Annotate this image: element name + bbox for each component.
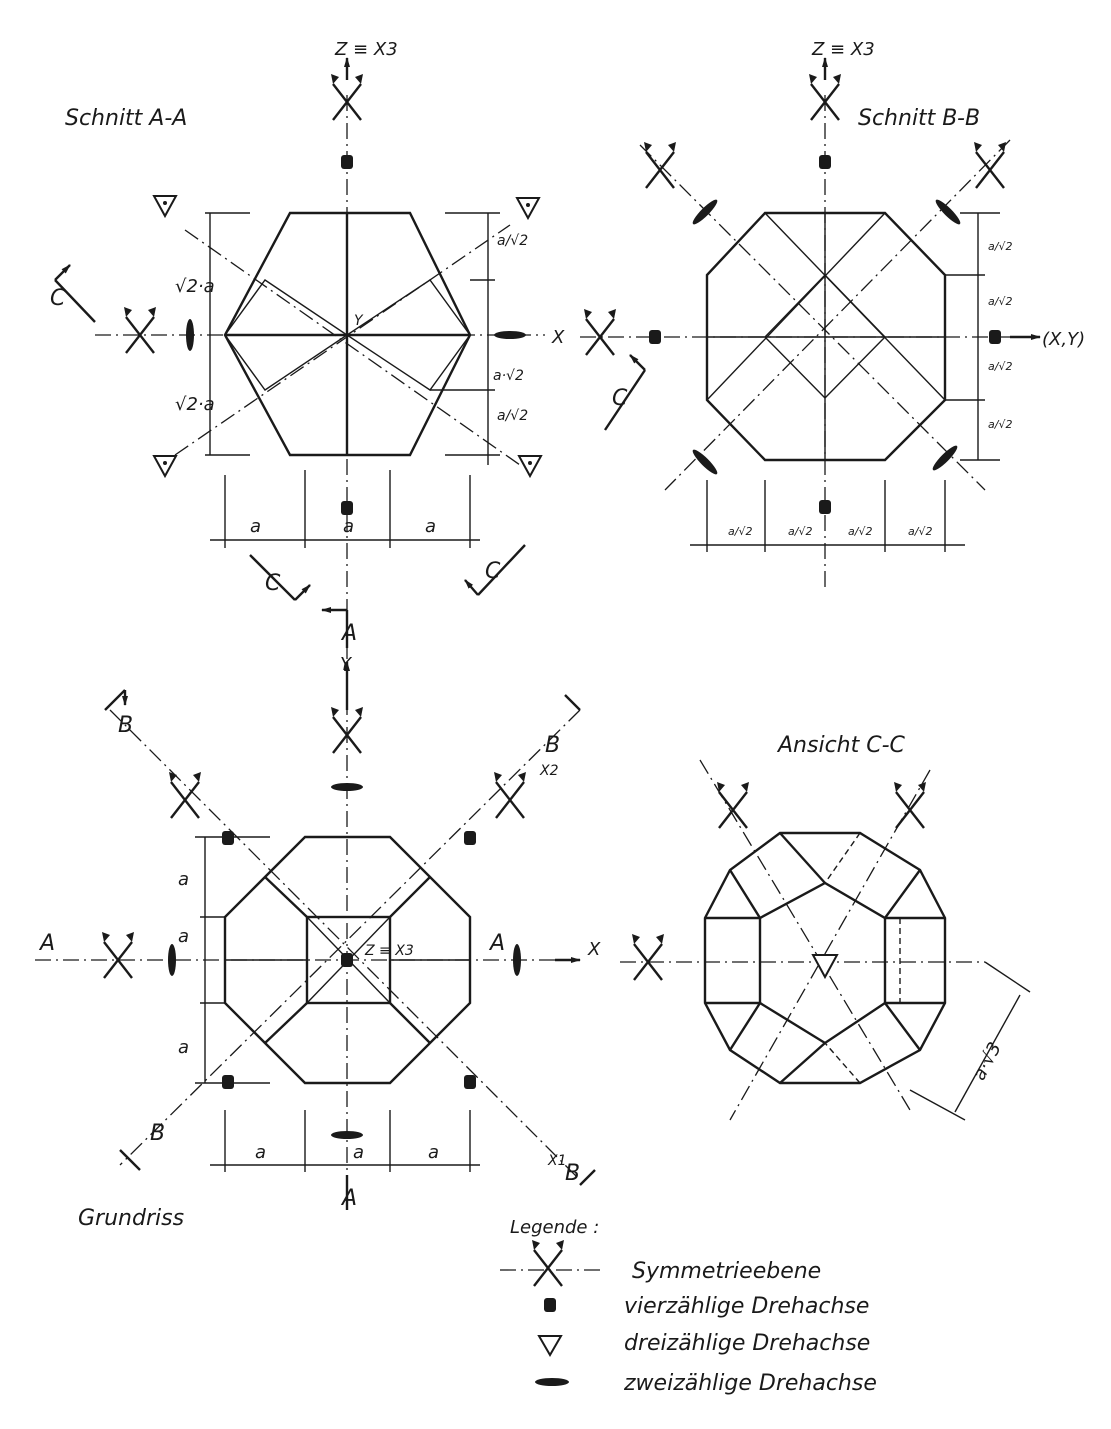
dim-sqrt2-a: √2·a bbox=[175, 394, 215, 415]
dim-a-sqrt2: a·√2 bbox=[493, 368, 524, 384]
dim-a-over-sqrt2: a/√2 bbox=[788, 525, 812, 538]
fourfold-axis-icon bbox=[464, 831, 476, 845]
twofold-axis-icon bbox=[932, 445, 958, 471]
cut-label-c: C bbox=[50, 286, 66, 311]
twofold-axis-icon bbox=[535, 1378, 569, 1386]
cut-label-b: B bbox=[565, 1161, 580, 1186]
fourfold-axis-icon bbox=[649, 330, 661, 344]
plan-view: Grundriss Y A A X A A Z ≡ X3 bbox=[35, 607, 601, 1231]
dim-a-over-sqrt2: a/√2 bbox=[988, 295, 1012, 308]
section-bb: Z ≡ X3 Schnitt B-B (X,Y) a/√2 bbox=[580, 39, 1085, 590]
threefold-axis-icon bbox=[516, 197, 540, 219]
dim-a: a bbox=[425, 516, 436, 537]
fourfold-axis-icon bbox=[819, 155, 831, 169]
cut-label-a: A bbox=[488, 931, 505, 956]
dim-a: a bbox=[250, 516, 261, 537]
symmetry-plane-icon bbox=[630, 932, 666, 982]
section-aa-title: Schnitt A-A bbox=[65, 106, 187, 131]
symmetry-plane-icon bbox=[530, 1238, 566, 1288]
dim-a-over-sqrt2: a/√2 bbox=[497, 233, 528, 249]
cut-label-b: B bbox=[150, 1121, 165, 1146]
dim-a: a bbox=[178, 926, 189, 947]
legend-item-twofold: zweizählige Drehachse bbox=[623, 1371, 877, 1396]
symmetry-plane-icon bbox=[715, 780, 751, 830]
cut-label-c: C bbox=[265, 571, 281, 596]
dim-a-over-sqrt2: a/√2 bbox=[988, 360, 1012, 373]
threefold-axis-icon bbox=[153, 195, 177, 217]
section-aa-x-label: X bbox=[551, 327, 565, 348]
plan-octagon bbox=[223, 835, 472, 1085]
dim-a: a bbox=[353, 1142, 364, 1163]
dim-a: a bbox=[178, 869, 189, 890]
section-bb-z-axis-label: Z ≡ X3 bbox=[811, 39, 875, 60]
cut-label-b: B bbox=[545, 733, 560, 758]
view-cc: Ansicht C-C a·√3 bbox=[620, 733, 1031, 1121]
plan-title: Grundriss bbox=[78, 1206, 184, 1231]
cut-label-a: A bbox=[38, 931, 55, 956]
symmetry-plane-icon bbox=[100, 930, 136, 980]
dim-a-sqrt3: a·√3 bbox=[969, 1039, 1006, 1084]
twofold-axis-icon bbox=[692, 449, 718, 475]
threefold-axis-icon bbox=[518, 455, 542, 477]
fourfold-axis-icon bbox=[464, 1075, 476, 1089]
legend-item-symmetry-plane: Symmetrieebene bbox=[632, 1259, 821, 1284]
dim-a-over-sqrt2: a/√2 bbox=[728, 525, 752, 538]
legend-title: Legende : bbox=[510, 1217, 599, 1238]
plan-x2-label: X2 bbox=[539, 763, 559, 779]
dim-a-over-sqrt2: a/√2 bbox=[988, 418, 1012, 431]
dim-a: a bbox=[178, 1037, 189, 1058]
twofold-axis-icon bbox=[494, 331, 526, 339]
twofold-axis-icon bbox=[186, 319, 194, 351]
dim-a-over-sqrt2: a/√2 bbox=[908, 525, 932, 538]
dim-sqrt2-a: √2·a bbox=[175, 276, 215, 297]
section-aa-z-axis-label: Z ≡ X3 bbox=[334, 39, 398, 60]
dim-a: a bbox=[255, 1142, 266, 1163]
threefold-axis-icon bbox=[811, 954, 839, 980]
dim-a-over-sqrt2: a/√2 bbox=[988, 240, 1012, 253]
fourfold-axis-icon bbox=[341, 155, 353, 169]
legend: Legende : Symmetrieebene vierzählige Dre… bbox=[500, 1217, 877, 1396]
fourfold-axis-icon bbox=[341, 953, 353, 967]
cut-label-a: A bbox=[340, 621, 357, 646]
fourfold-axis-icon bbox=[222, 1075, 234, 1089]
plan-z-label: Z ≡ X3 bbox=[364, 943, 414, 959]
twofold-axis-icon bbox=[331, 783, 363, 791]
plan-x-label: X bbox=[587, 939, 601, 960]
twofold-axis-icon bbox=[692, 199, 718, 225]
dim-a: a bbox=[343, 516, 354, 537]
plan-x1-label: X1 bbox=[547, 1153, 567, 1169]
twofold-axis-icon bbox=[513, 944, 521, 976]
cut-label-a: A bbox=[340, 1186, 357, 1211]
fourfold-axis-icon bbox=[341, 501, 353, 515]
cut-label-c: C bbox=[485, 559, 501, 584]
section-aa-y-label: Y bbox=[354, 313, 364, 329]
section-aa: Schnitt A-A Z ≡ X3 X Y √2·a √2·a bbox=[50, 39, 565, 620]
symmetry-plane-icon bbox=[582, 307, 618, 357]
threefold-axis-icon bbox=[537, 1335, 563, 1357]
twofold-axis-icon bbox=[935, 199, 961, 225]
fourfold-axis-icon bbox=[989, 330, 1001, 344]
threefold-axis-icon bbox=[153, 455, 177, 477]
view-cc-title: Ansicht C-C bbox=[776, 733, 906, 758]
legend-item-threefold: dreizählige Drehachse bbox=[624, 1331, 870, 1356]
section-bb-x-label: (X,Y) bbox=[1042, 329, 1085, 350]
fourfold-axis-icon bbox=[819, 500, 831, 514]
cut-label-c: C bbox=[612, 386, 628, 411]
symmetry-plane-icon bbox=[167, 770, 203, 820]
legend-item-fourfold: vierzählige Drehachse bbox=[624, 1294, 869, 1319]
dim-a-over-sqrt2: a/√2 bbox=[497, 408, 528, 424]
twofold-axis-icon bbox=[331, 1131, 363, 1139]
section-bb-title: Schnitt B-B bbox=[858, 106, 980, 131]
twofold-axis-icon bbox=[168, 944, 176, 976]
fourfold-axis-icon bbox=[222, 831, 234, 845]
plan-y-label: Y bbox=[340, 654, 353, 675]
dim-a-over-sqrt2: a/√2 bbox=[848, 525, 872, 538]
dim-a: a bbox=[428, 1142, 439, 1163]
section-bb-octagon bbox=[705, 211, 947, 462]
symmetry-plane-icon bbox=[122, 305, 158, 355]
fourfold-axis-icon bbox=[544, 1298, 556, 1312]
cut-label-b: B bbox=[118, 713, 133, 738]
